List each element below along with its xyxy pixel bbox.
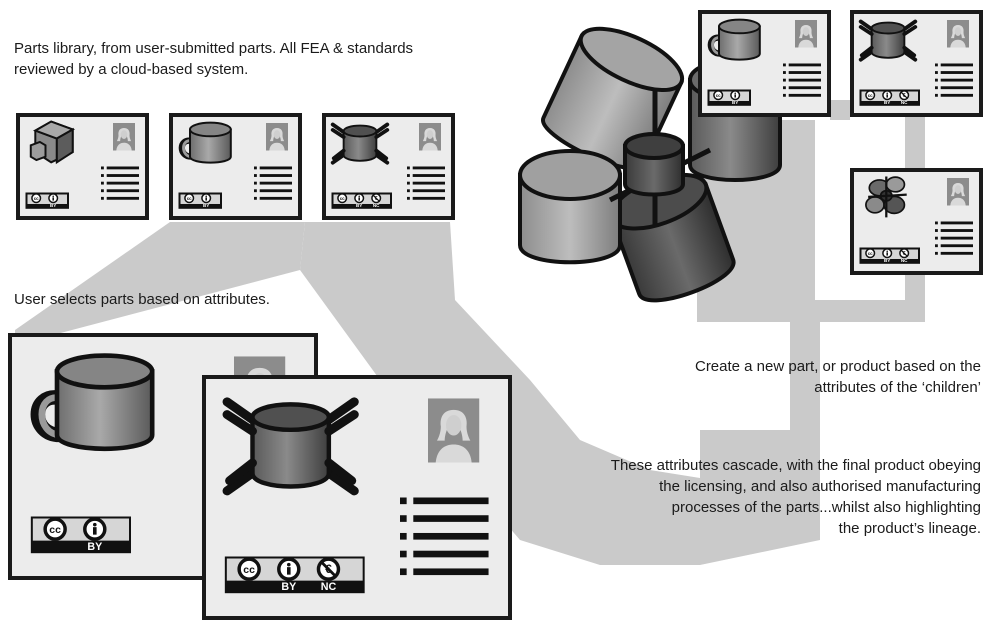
svg-text:cc: cc [187,196,192,201]
by-icon [882,248,893,259]
by-icon [730,90,741,101]
nc-label: NC [901,258,908,263]
avatar-icon [428,398,480,463]
by-label: BY [732,100,738,105]
svg-text:cc: cc [243,565,255,576]
avatar-icon [419,123,441,151]
svg-text:cc: cc [49,525,61,536]
mug-icon [38,356,152,449]
selects-caption: User selects parts based on attributes. [14,289,270,310]
create-caption-line: attributes of the ‘children’ [814,379,981,396]
by-icon [882,90,893,101]
by-icon [83,517,107,541]
avatar-icon [947,20,969,48]
by-label: BY [356,203,362,208]
by-label: BY [884,100,890,105]
by-label: BY [50,203,56,208]
avatar-icon [113,123,135,151]
cascade-caption-line: These attributes cascade, with the final… [610,457,981,474]
nc-icon: € [371,193,382,204]
nc-icon: € [316,557,341,581]
nc-label: NC [321,581,337,593]
cascade-caption-line: the product’s lineage. [838,520,981,537]
cascade-caption-line: the licensing, and also authorised manuf… [659,478,981,495]
by-label: BY [884,258,890,263]
library-caption: Parts library, from user-submitted parts… [14,38,413,80]
svg-text:cc: cc [340,196,345,201]
cc-icon: cc [337,193,348,204]
avatar-icon [947,178,969,206]
svg-text:cc: cc [34,196,39,201]
cc-icon: cc [31,193,42,204]
cc-icon: cc [713,90,724,101]
by-label: BY [87,541,102,553]
nc-label: NC [373,203,380,208]
library-caption-line: Parts library, from user-submitted parts… [14,40,414,57]
nc-icon: € [899,90,910,101]
svg-text:cc: cc [868,251,873,256]
by-label: BY [281,581,296,593]
nc-icon: € [899,248,910,259]
create-caption: Create a new part, or product based on t… [600,356,981,398]
cascade-caption-line: processes of the parts...whilst also hig… [671,499,981,516]
avatar-icon [266,123,288,151]
create-caption-line: Create a new part, or product based on t… [694,358,981,375]
by-label: BY [203,203,209,208]
avatar-icon [795,20,817,48]
cc-icon: cc [237,557,261,581]
mug-icon [711,20,760,60]
cc-icon: cc [865,248,876,259]
library-caption-line: reviewed by a cloud-based system. [14,61,249,78]
by-icon [201,193,212,204]
cc-icon: cc [43,517,67,541]
cc-icon: cc [184,193,195,204]
by-icon [48,193,59,204]
selects-caption-line: User selects parts based on attributes. [14,291,270,308]
by-icon [277,557,301,581]
nc-label: NC [901,100,908,105]
by-icon [354,193,365,204]
svg-text:cc: cc [716,93,721,98]
mug-icon [182,123,231,163]
cascade-caption: These attributes cascade, with the final… [520,455,981,539]
cc-icon: cc [865,90,876,101]
svg-text:cc: cc [868,93,873,98]
